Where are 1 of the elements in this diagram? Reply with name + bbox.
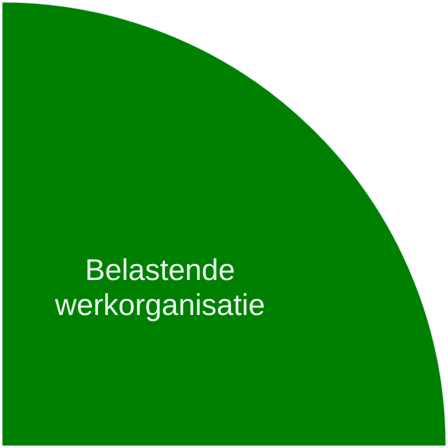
segment-label: Belastende werkorganisatie bbox=[54, 253, 266, 323]
